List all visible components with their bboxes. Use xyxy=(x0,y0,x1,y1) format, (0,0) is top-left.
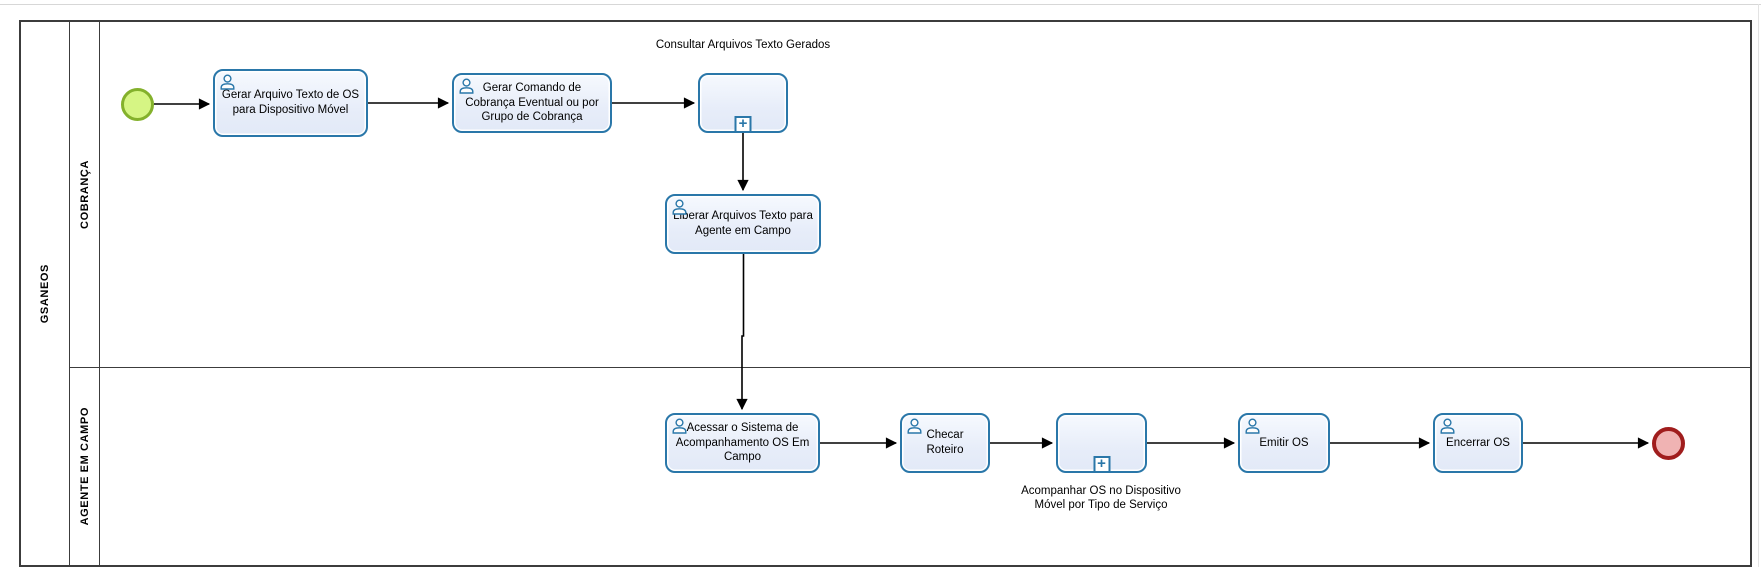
page-edge-line-right xyxy=(1758,4,1759,567)
page-edge-line-top xyxy=(0,4,1761,5)
sequence-flow-liberar-to-acessar[interactable] xyxy=(736,254,748,411)
task-checar-roteiro[interactable]: Checar Roteiro xyxy=(900,413,990,473)
user-icon xyxy=(220,74,235,90)
start-event[interactable] xyxy=(121,88,154,121)
task-encerrar-os[interactable]: Encerrar OS xyxy=(1433,413,1523,473)
task-label: Gerar Comando de Cobrança Eventual ou po… xyxy=(465,81,599,124)
subprocess-acompanhar-os[interactable]: + xyxy=(1056,413,1147,473)
task-gerar-comando-cobranca[interactable]: Gerar Comando de Cobrança Eventual ou po… xyxy=(452,73,612,133)
lane-cobranca-label: COBRANÇA xyxy=(78,160,91,229)
task-gerar-arquivo-texto-os[interactable]: Gerar Arquivo Texto de OS para Dispositi… xyxy=(213,69,368,137)
task-label: Acessar o Sistema de Acompanhamento OS E… xyxy=(675,421,810,464)
user-icon xyxy=(1245,418,1260,434)
user-icon xyxy=(672,418,687,434)
lanes-container: COBRANÇA AGENTE EM CAMPO xyxy=(70,22,1750,565)
subprocess-expand-marker[interactable]: + xyxy=(734,116,752,133)
pool-label: GSANEOS xyxy=(39,263,51,324)
user-icon xyxy=(907,418,922,434)
lane-agente-em-campo: AGENTE EM CAMPO xyxy=(70,368,1750,565)
task-label: Liberar Arquivos Texto para Agente em Ca… xyxy=(673,210,813,237)
pool-header[interactable]: GSANEOS xyxy=(21,22,70,565)
subprocess-acompanhar-label[interactable]: Acompanhar OS no Dispositivo Móvel por T… xyxy=(1021,485,1181,512)
subprocess-consultar-arquivos[interactable]: + xyxy=(698,73,788,133)
task-emitir-os[interactable]: Emitir OS xyxy=(1238,413,1330,473)
task-label: Gerar Arquivo Texto de OS para Dispositi… xyxy=(221,89,360,116)
lane-cobranca-header[interactable]: COBRANÇA xyxy=(70,22,100,367)
lane-agente-label: AGENTE EM CAMPO xyxy=(78,407,91,526)
task-acessar-sistema[interactable]: Acessar o Sistema de Acompanhamento OS E… xyxy=(665,413,820,473)
lane-agente-header[interactable]: AGENTE EM CAMPO xyxy=(70,368,100,565)
task-label: Checar Roteiro xyxy=(926,429,964,456)
user-icon xyxy=(459,78,474,94)
task-label: Emitir OS xyxy=(1259,436,1309,449)
user-icon xyxy=(672,199,687,215)
user-icon xyxy=(1440,418,1455,434)
subprocess-consultar-label[interactable]: Consultar Arquivos Texto Gerados xyxy=(655,39,831,51)
lane-cobranca: COBRANÇA xyxy=(70,22,1750,368)
task-label: Encerrar OS xyxy=(1446,436,1510,449)
subprocess-expand-marker[interactable]: + xyxy=(1093,456,1110,473)
end-event[interactable] xyxy=(1652,427,1685,460)
task-liberar-arquivos[interactable]: Liberar Arquivos Texto para Agente em Ca… xyxy=(665,194,821,254)
